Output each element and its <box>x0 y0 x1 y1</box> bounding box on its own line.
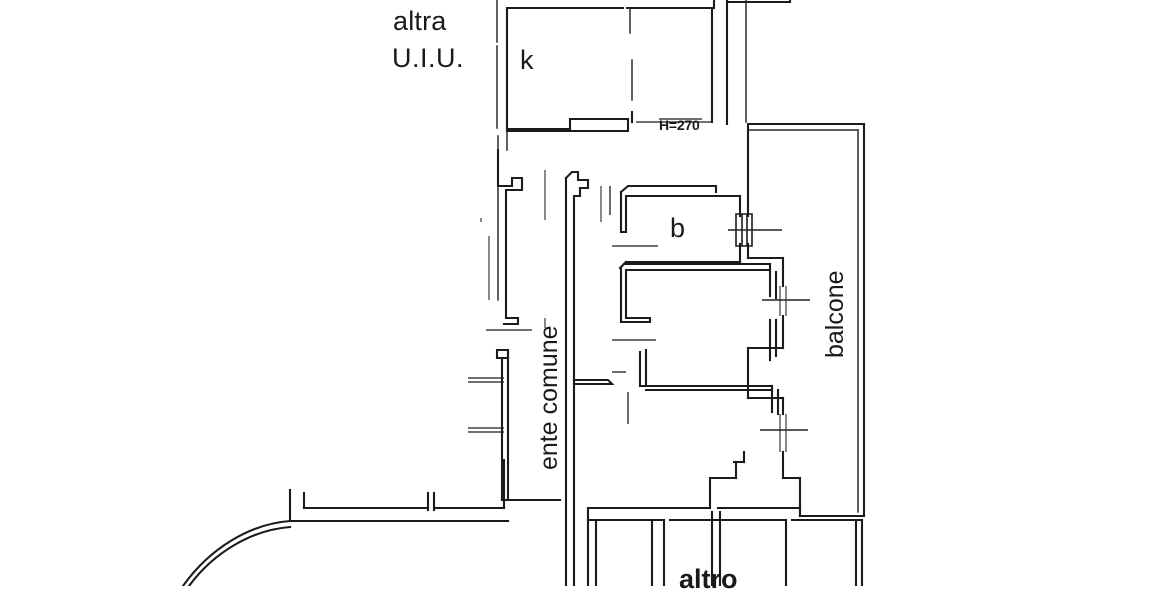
wall-group-upper-right <box>630 0 792 126</box>
label-uiu: U.I.U. <box>392 43 465 73</box>
wall-group-kitchen <box>505 6 714 151</box>
wall-group-left-block <box>468 148 562 502</box>
label-balcone: balcone <box>821 270 849 358</box>
wall-group-bottom <box>564 450 864 586</box>
room-label-kitchen: k <box>520 45 534 75</box>
label-altro: altro <box>679 564 738 594</box>
wall-group-corridor <box>544 170 615 514</box>
label-ente-comune: ente comune <box>535 325 563 470</box>
label-height-270: H=270 <box>659 117 700 133</box>
wall-group-central <box>612 262 780 424</box>
label-altra: altra <box>393 6 447 36</box>
wall-group-bottom-left-curve <box>181 458 510 586</box>
leader-lines <box>728 229 810 431</box>
room-label-bathroom: b <box>670 213 686 243</box>
